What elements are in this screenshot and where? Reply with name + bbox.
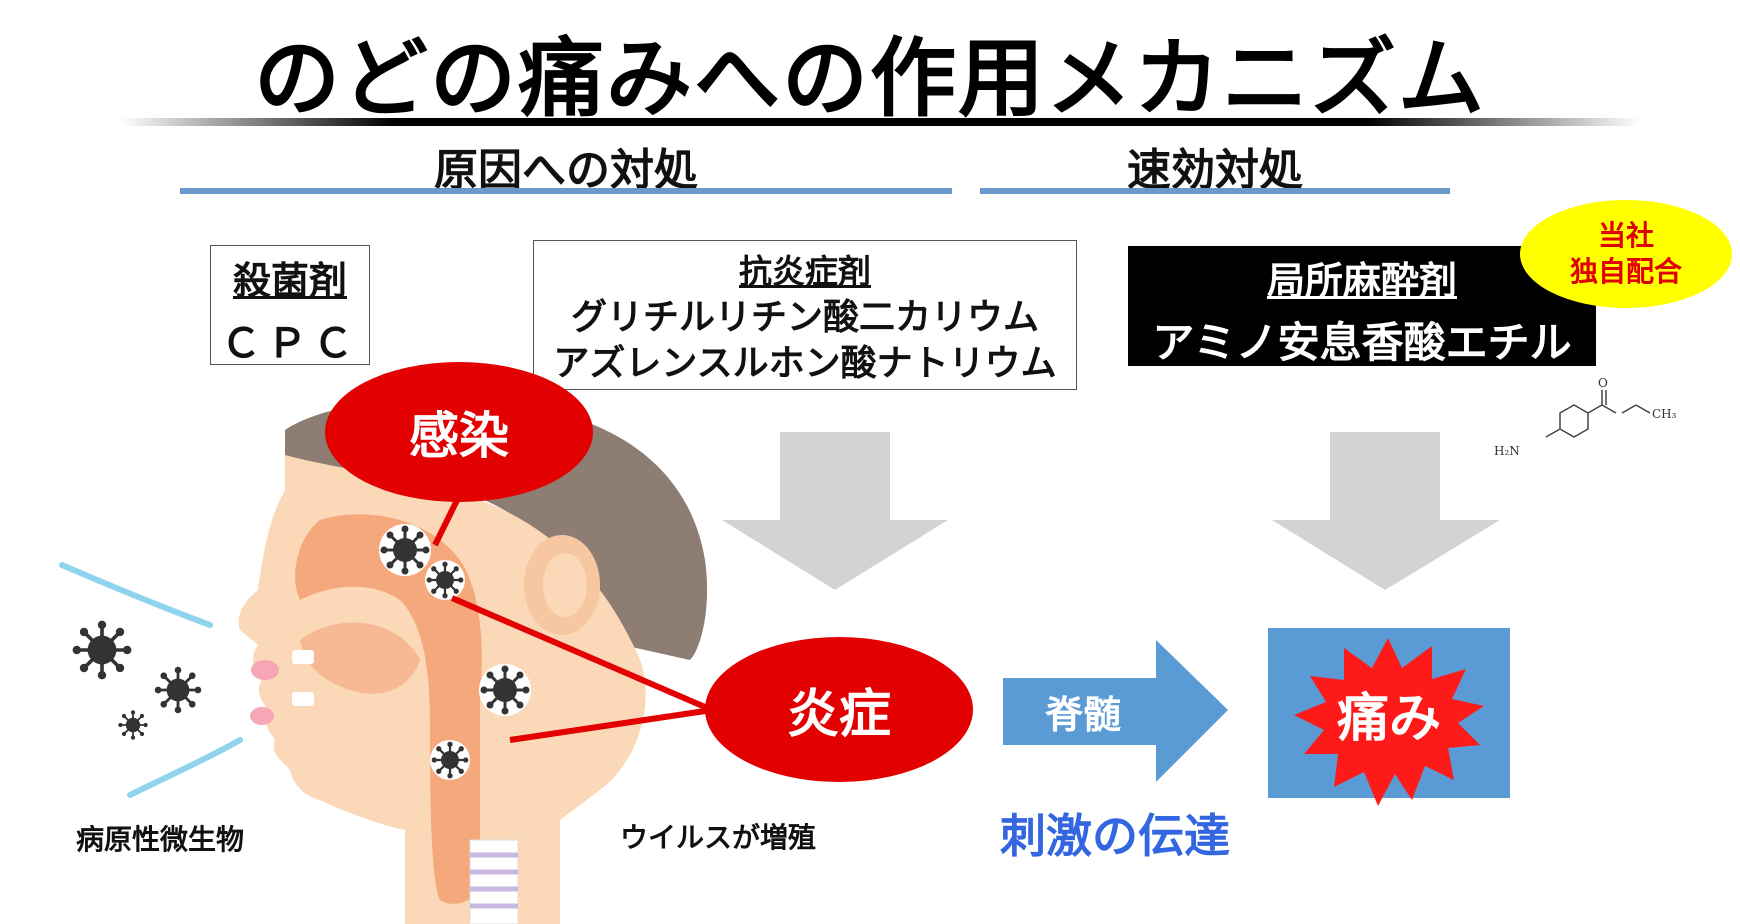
antiinflammatory-ingredient-2: アズレンスルホン酸ナトリウム bbox=[553, 343, 1057, 384]
anesthetic-box: 局所麻酔剤 アミノ安息香酸エチル bbox=[1128, 246, 1596, 367]
bactericide-ingredient: ＣＰＣ bbox=[221, 321, 359, 367]
bactericide-heading: 殺菌剤 bbox=[232, 259, 347, 303]
spinal-label: 脊髄 bbox=[1044, 693, 1121, 737]
cause-divider bbox=[180, 188, 952, 194]
section-cause: 原因への対処 bbox=[434, 145, 698, 196]
section-quick: 速効対処 bbox=[1127, 145, 1303, 196]
virus-icon bbox=[479, 664, 531, 716]
virus-icon bbox=[425, 560, 465, 600]
virus-icon bbox=[117, 709, 149, 741]
pathogen-caption: 病原性微生物 bbox=[76, 823, 245, 856]
virus-icon bbox=[70, 618, 134, 682]
molecule-methyl: CH₃ bbox=[1652, 407, 1677, 421]
antiinflammatory-ingredient-1: グリチルリチン酸二カリウム bbox=[570, 297, 1039, 338]
bactericide-box: 殺菌剤 ＣＰＣ bbox=[210, 245, 370, 367]
quick-divider bbox=[980, 188, 1450, 194]
badge-line-2: 独自配合 bbox=[1569, 255, 1682, 288]
connector-line bbox=[450, 595, 714, 713]
molecule-amine: H₂N bbox=[1494, 444, 1520, 458]
virus-caption: ウイルスが増殖 bbox=[620, 821, 817, 854]
breath-stream bbox=[59, 562, 213, 628]
virus-icon bbox=[153, 665, 203, 715]
molecule-structure bbox=[1545, 390, 1651, 438]
breath-stream bbox=[127, 737, 243, 798]
anesthetic-ingredient: アミノ安息香酸エチル bbox=[1152, 318, 1572, 367]
connector-line bbox=[509, 707, 713, 743]
virus-icon bbox=[379, 524, 431, 576]
title-divider bbox=[120, 118, 1640, 126]
anesthetic-heading: 局所麻酔剤 bbox=[1266, 259, 1457, 303]
transmission-label: 刺激の伝達 bbox=[1000, 809, 1230, 863]
infection-bubble: 感染 bbox=[325, 362, 593, 502]
molecule-oxygen: O bbox=[1598, 376, 1608, 390]
throat-cavity bbox=[295, 514, 482, 904]
spinal-arrow bbox=[1003, 640, 1228, 782]
virus-icon bbox=[430, 740, 470, 780]
pain-label: 痛み bbox=[1336, 688, 1441, 749]
exclusive-badge: 当社 独自配合 bbox=[1520, 200, 1732, 308]
down-arrow bbox=[1272, 432, 1500, 590]
down-arrow bbox=[722, 432, 948, 590]
pain-starburst bbox=[1294, 638, 1484, 806]
antiinflammatory-heading: 抗炎症剤 bbox=[739, 252, 871, 291]
badge-line-1: 当社 bbox=[1597, 219, 1654, 252]
inflammation-bubble: 炎症 bbox=[705, 637, 973, 782]
page-title: のどの痛みへの作用メカニズム bbox=[254, 29, 1486, 129]
antiinflammatory-box: 抗炎症剤 グリチルリチン酸二カリウム アズレンスルホン酸ナトリウム bbox=[533, 240, 1077, 390]
